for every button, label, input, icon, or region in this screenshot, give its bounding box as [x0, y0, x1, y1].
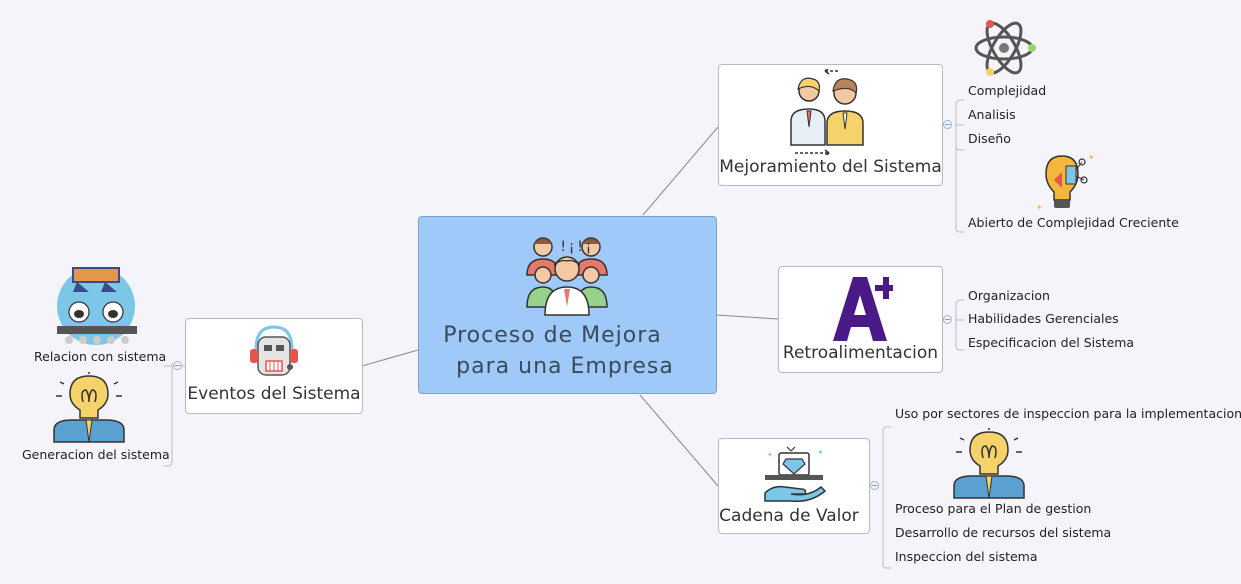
diamond-offer-icon: ✦ ✦ — [764, 446, 827, 503]
central-title-line1: Proceso de Mejora — [443, 323, 662, 348]
leaf-desarrollo-recursos[interactable]: Desarrollo de recursos del sistema — [895, 525, 1112, 540]
a-plus-grade-icon — [833, 277, 893, 341]
leaf-organizacion[interactable]: Organizacion — [968, 288, 1050, 303]
sheep-conveyor-icon — [57, 267, 137, 345]
team-icon: !¡!¡ — [526, 237, 608, 316]
svg-text:!¡!¡: !¡!¡ — [559, 239, 593, 255]
svg-text:✦: ✦ — [767, 451, 773, 459]
leaf-abierto-complejidad-creciente[interactable]: Abierto de Complejidad Creciente — [968, 215, 1179, 230]
central-title-line2: para una Empresa — [456, 354, 674, 379]
leaf-diseno[interactable]: Diseño — [968, 131, 1011, 146]
node-eventos-del-sistema[interactable]: Eventos del Sistema — [185, 318, 363, 414]
central-node[interactable]: !¡!¡ Proceso de Mejora para una Empresa — [418, 216, 717, 394]
leaf-habilidades-gerenciales[interactable]: Habilidades Gerenciales — [968, 311, 1119, 326]
node-mejoramiento-del-sistema[interactable]: Mejoramiento del Sistema — [718, 64, 943, 186]
collapse-mejoramiento-toggle[interactable] — [943, 120, 952, 129]
robot-headset-icon — [250, 325, 298, 376]
node-retroalimentacion[interactable]: Retroalimentacion — [778, 266, 943, 373]
atom-icon — [974, 20, 1036, 76]
leaf-uso-por-sectores[interactable]: Uso por sectores de inspeccion para la i… — [895, 406, 1241, 421]
node-cadena-de-valor[interactable]: ✦ ✦ Cadena de Valor — [718, 438, 870, 534]
leaf-complejidad[interactable]: Complejidad — [968, 83, 1047, 98]
business-partners-icon — [790, 69, 864, 155]
lightbulb-person-icon — [953, 428, 1025, 499]
collapse-retroalimentacion-toggle[interactable] — [943, 315, 952, 324]
leaf-proceso-plan-gestion[interactable]: Proceso para el Plan de gestion — [895, 501, 1092, 516]
leaf-relacion-con-sistema[interactable]: Relacion con sistema — [34, 349, 167, 364]
svg-text:✦: ✦ — [1036, 203, 1043, 212]
leaf-especificacion-del-sistema[interactable]: Especificacion del Sistema — [968, 335, 1135, 350]
node-eventos-label: Eventos del Sistema — [187, 384, 361, 404]
collapse-eventos-toggle[interactable] — [173, 361, 182, 370]
leaf-generacion-del-sistema[interactable]: Generacion del sistema — [22, 447, 170, 462]
svg-text:✦: ✦ — [817, 448, 824, 457]
node-cadena-label: Cadena de Valor — [719, 506, 859, 526]
lightbulb-person-icon — [53, 372, 125, 443]
svg-text:✦: ✦ — [1088, 153, 1095, 162]
leaf-analisis[interactable]: Analisis — [968, 107, 1016, 122]
node-retroalimentacion-label: Retroalimentacion — [782, 343, 939, 363]
leaf-inspeccion-sistema[interactable]: Inspeccion del sistema — [895, 549, 1038, 564]
lightbulb-gear-icon: ✦ ✦ — [1036, 153, 1095, 212]
node-mejoramiento-label: Mejoramiento del Sistema — [719, 157, 942, 177]
collapse-cadena-toggle[interactable] — [870, 481, 879, 490]
